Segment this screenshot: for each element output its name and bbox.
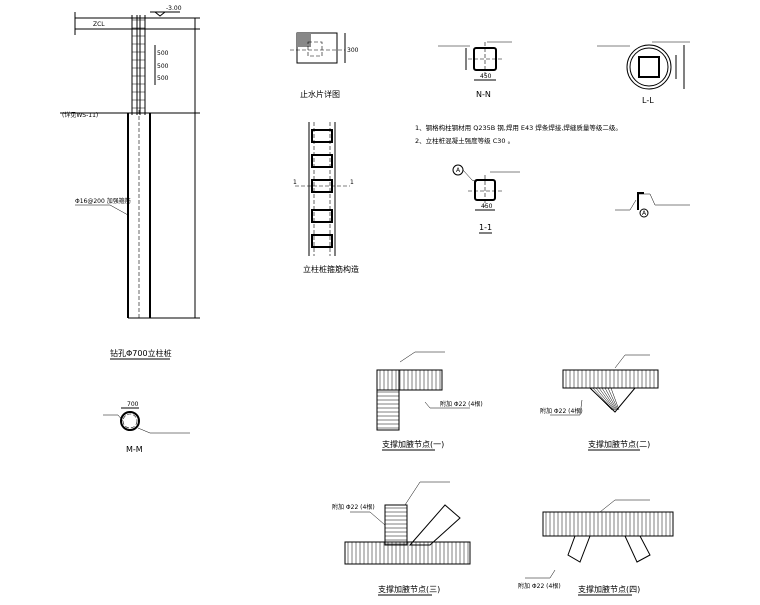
section-marker: 1 bbox=[350, 179, 354, 186]
hatch-line bbox=[604, 387, 618, 411]
hatch-line bbox=[607, 387, 619, 411]
section-label: M-M bbox=[126, 445, 143, 454]
stirrup-detail: 1 1 立柱桩箍筋构造 bbox=[293, 122, 359, 274]
dim: 500 bbox=[157, 63, 169, 70]
general-notes: 1、钢格构柱钢材用 Q235B 钢,焊用 E43 焊条焊接,焊缝质量等级二级。 … bbox=[415, 123, 622, 145]
dim: 450 bbox=[481, 203, 493, 210]
top-elevation: -3.00 bbox=[166, 5, 182, 12]
section-ll: L-L bbox=[597, 41, 690, 105]
rebar-label: 附加 Φ22 (4根) bbox=[540, 407, 583, 415]
waterstop-detail: 300 止水片详图 bbox=[290, 32, 359, 99]
section-label: N-N bbox=[476, 90, 491, 99]
note-2: 2、立柱桩混凝土强度等级 C30 。 bbox=[415, 136, 514, 145]
detail-a: A bbox=[615, 192, 690, 218]
bracing-node-2: 附加 Φ22 (4根) 支撑加腋节点(二) bbox=[540, 354, 659, 451]
stirrup-title: 立柱桩箍筋构造 bbox=[303, 264, 359, 274]
dim: 450 bbox=[480, 73, 492, 80]
hatch-line bbox=[610, 387, 620, 411]
section-nn: 450 N-N bbox=[438, 41, 512, 99]
hatch-line bbox=[595, 387, 615, 411]
node-title: 支撑加腋节点(三) bbox=[378, 584, 440, 594]
node-title: 支撑加腋节点(二) bbox=[588, 439, 650, 449]
pile-title: 钻孔Φ700立柱桩 bbox=[110, 348, 172, 358]
rebar-label: 附加 Φ22 (4根) bbox=[518, 582, 561, 590]
hatch-line bbox=[592, 387, 614, 411]
waterstop-title: 止水片详图 bbox=[300, 89, 340, 99]
node-title: 支撑加腋节点(四) bbox=[578, 584, 640, 594]
hatch-line bbox=[598, 387, 616, 411]
rebar-label: 附加 Φ22 (4根) bbox=[440, 400, 483, 408]
dim: 300 bbox=[347, 47, 359, 54]
dim: 500 bbox=[157, 50, 169, 57]
detail-marker: A bbox=[456, 167, 461, 174]
section-mm: 700 M-M bbox=[103, 401, 190, 454]
hatch-line bbox=[589, 387, 613, 411]
beam-label: ZCL bbox=[93, 21, 105, 28]
node-title: 支撑加腋节点(一) bbox=[382, 439, 444, 449]
dim: 700 bbox=[127, 401, 139, 408]
rebar-label: 附加 Φ22 (4根) bbox=[332, 503, 375, 511]
bracing-node-3: 附加 Φ22 (4根) 支撑加腋节点(三) bbox=[332, 481, 471, 596]
pile-elevation: -3.00 ZCL 500 500 500 (详见WS-11) Φ16@200 … bbox=[60, 5, 200, 360]
bracing-node-1: 附加 Φ22 (4根) 支撑加腋节点(一) bbox=[376, 351, 483, 451]
rebar-label: Φ16@200 加强箍筋 bbox=[75, 197, 131, 205]
dim: 500 bbox=[157, 75, 169, 82]
bracing-node-4: 附加 Φ22 (4根) 支撑加腋节点(四) bbox=[518, 499, 674, 596]
detail-marker: A bbox=[642, 210, 647, 217]
section-label: L-L bbox=[642, 96, 654, 105]
section-marker: 1 bbox=[293, 179, 297, 186]
ref-label: (详见WS-11) bbox=[62, 111, 98, 119]
section-11: A 450 1-1 bbox=[452, 164, 520, 234]
section-label: 1-1 bbox=[479, 223, 492, 232]
note-1: 1、钢格构柱钢材用 Q235B 钢,焊用 E43 焊条焊接,焊缝质量等级二级。 bbox=[415, 123, 622, 132]
hatch-line bbox=[601, 387, 617, 411]
